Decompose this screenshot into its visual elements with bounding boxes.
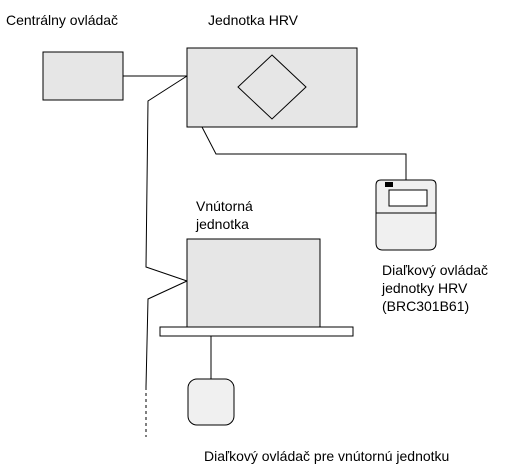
indoor-unit-label-line2: jednotka [196,216,249,232]
wiring-lines [123,75,407,388]
hrv-diamond-symbol [237,54,307,120]
central-controller-label: Centrálny ovládač [6,12,119,28]
indoor-remote-controller [187,378,235,426]
hrv-unit-label: Jednotka HRV [208,12,299,28]
hrv-remote-controller [375,179,437,251]
central-controller-box [42,51,124,101]
indoor-unit-box [186,238,321,328]
hrv-unit-box [186,47,358,128]
indoor-unit-base-plate [159,326,354,337]
hrv-remote-indicator [385,182,393,187]
indoor-remote-label: Diaľkový ovládač pre vnútornú jednotku [204,448,450,464]
indoor-unit-label-line1: Vnútorná [196,198,253,214]
hrv-remote-label-line3: (BRC301B61) [382,298,470,314]
hrv-remote-label-line1: Diaľkový ovládač [382,262,489,278]
hrv-remote-label-line2: jednotky HRV [382,280,468,296]
